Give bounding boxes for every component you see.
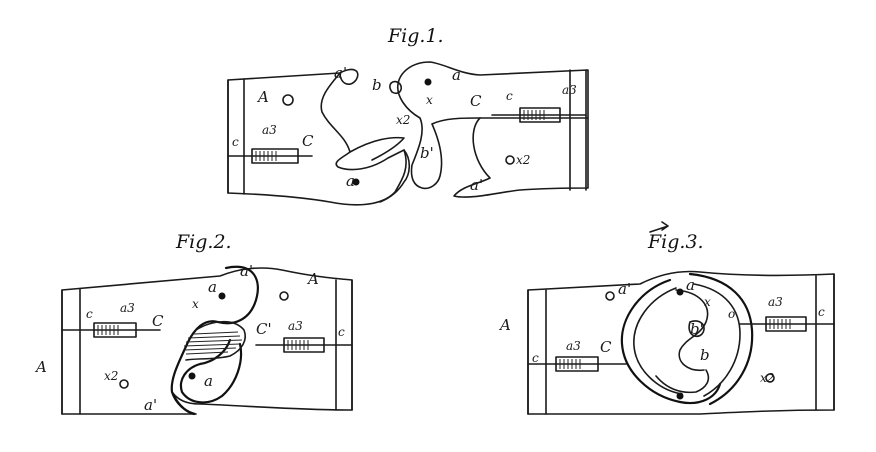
fig2-hole-top bbox=[279, 291, 289, 301]
fig2-left-spring-coil bbox=[97, 325, 119, 335]
fig1-right-spring-coil bbox=[523, 110, 545, 120]
fig3-b-prime-curl bbox=[688, 320, 705, 338]
fig1-label-C-right: C bbox=[470, 92, 482, 110]
fig2-hole-bottom bbox=[119, 379, 129, 389]
fig1-label-c-right: c bbox=[506, 89, 513, 103]
fig2-lower-hook bbox=[179, 338, 243, 404]
fig1-label-b: b bbox=[372, 76, 382, 94]
fig2-label-a-prime-top: a' bbox=[240, 262, 253, 280]
fig3-label-C: C bbox=[600, 338, 612, 356]
fig2-right-spring-box bbox=[283, 337, 325, 353]
fig3-label-c-left: c bbox=[532, 351, 539, 365]
fig3-label-x: x bbox=[704, 295, 711, 309]
fig1-label-a-lower: a bbox=[346, 172, 355, 190]
fig1-left-spring-coil bbox=[255, 151, 277, 161]
fig3-outer-ring-right bbox=[688, 272, 754, 406]
fig1-left-block bbox=[227, 72, 407, 206]
fig3-right-spring-coil bbox=[769, 319, 791, 329]
fig2-hatching bbox=[183, 331, 243, 355]
fig1-label-a-upper: a bbox=[452, 66, 461, 84]
fig3-lower-pivot bbox=[676, 392, 684, 400]
fig3-label-b-prime: b' bbox=[690, 320, 704, 338]
figure-2: Fig.2. bbox=[34, 231, 353, 416]
fig1-left-spring-box bbox=[251, 148, 299, 164]
fig1-label-a-prime-bottom: a' bbox=[470, 176, 483, 194]
fig2-label-C-left: C bbox=[152, 312, 164, 330]
fig3-label-c-right: c bbox=[818, 305, 825, 319]
fig3-outer-outline bbox=[527, 270, 835, 415]
fig3-inner-ring-left bbox=[633, 287, 683, 395]
fig1-label-x2-right: x2 bbox=[516, 153, 530, 167]
fig1-right-block bbox=[396, 61, 589, 190]
fig1-b-curl bbox=[389, 80, 403, 95]
fig2-label-c-left: c bbox=[86, 307, 93, 321]
figure-3: Fig.3. a' a bbox=[498, 221, 835, 415]
fig3-lower-curl bbox=[655, 369, 710, 394]
fig2-label-c-right: c bbox=[338, 325, 345, 339]
fig1-label-C-left: C bbox=[302, 132, 314, 150]
fig2-label-a-upper: a bbox=[208, 278, 217, 296]
fig1-label-c-left: c bbox=[232, 135, 239, 149]
fig1-left-jaw bbox=[349, 136, 405, 161]
figure-1-title: Fig.1. bbox=[387, 25, 444, 47]
fig3-label-b: b bbox=[700, 346, 710, 364]
fig3-label-o1: o bbox=[728, 307, 735, 321]
fig1-left-pivot bbox=[352, 178, 360, 186]
fig2-label-x2: x2 bbox=[104, 369, 118, 383]
fig1-label-a3-left: a3 bbox=[262, 123, 277, 137]
fig1-label-x2-mid: x2 bbox=[396, 113, 410, 127]
fig2-label-a3-right: a3 bbox=[288, 319, 303, 333]
fig3-center-hook bbox=[675, 289, 709, 372]
fig2-label-C-right: C' bbox=[256, 320, 272, 338]
figure-1: Fig.1. A a' bbox=[227, 25, 589, 206]
fig1-right-pivot bbox=[424, 78, 432, 86]
fig2-outer-outline bbox=[61, 267, 353, 415]
fig3-label-x2: x2 bbox=[760, 371, 774, 385]
fig2-upper-hook bbox=[170, 265, 259, 416]
fig2-label-a-lower: a bbox=[204, 372, 213, 390]
fig2-label-a-prime-bottom: a' bbox=[144, 396, 157, 414]
fig2-right-spring-coil bbox=[287, 340, 309, 350]
fig2-label-A-left: A bbox=[34, 358, 47, 376]
fig3-label-A: A bbox=[498, 316, 511, 334]
fig1-left-hook-top bbox=[339, 68, 359, 85]
fig3-hole-bottom bbox=[765, 373, 775, 383]
fig2-upper-pivot bbox=[218, 292, 226, 300]
fig2-label-x: x bbox=[192, 297, 199, 311]
figure-3-title: Fig.3. bbox=[647, 231, 704, 253]
fig3-hole-top bbox=[605, 291, 615, 301]
fig1-label-a3-right: a3 bbox=[562, 83, 577, 97]
fig3-label-a3-left: a3 bbox=[566, 339, 581, 353]
fig3-left-spring-coil bbox=[559, 359, 581, 369]
fig3-title-arrow bbox=[649, 221, 669, 233]
fig3-inner-ring-right bbox=[693, 283, 741, 397]
fig3-upper-pivot bbox=[676, 288, 684, 296]
fig1-label-A: A bbox=[256, 88, 269, 106]
fig1-right-hole bbox=[505, 155, 515, 165]
fig2-label-A-top: A bbox=[306, 270, 319, 288]
figure-2-title: Fig.2. bbox=[175, 231, 232, 253]
fig1-label-a-prime-top: a' bbox=[334, 64, 347, 82]
fig1-right-spring-box bbox=[519, 107, 561, 123]
fig3-label-a-prime: a' bbox=[618, 280, 631, 298]
fig3-right-spring-box bbox=[765, 316, 807, 332]
fig3-label-a3-right: a3 bbox=[768, 295, 783, 309]
fig3-outer-ring-left bbox=[620, 278, 722, 405]
fig2-left-spring-box bbox=[93, 322, 137, 338]
fig2-hatched-region-outline bbox=[185, 320, 246, 361]
fig1-label-x: x bbox=[426, 93, 433, 107]
fig2-label-a3-left: a3 bbox=[120, 301, 135, 315]
fig1-right-lower bbox=[453, 117, 589, 198]
fig2-lower-pivot bbox=[188, 372, 196, 380]
fig1-label-b-prime: b' bbox=[420, 144, 434, 162]
fig3-left-spring-box bbox=[555, 356, 599, 372]
fig1-left-hole bbox=[282, 94, 294, 106]
fig3-label-a-upper: a bbox=[686, 276, 695, 294]
fig1-left-jaw-lower bbox=[379, 149, 411, 203]
